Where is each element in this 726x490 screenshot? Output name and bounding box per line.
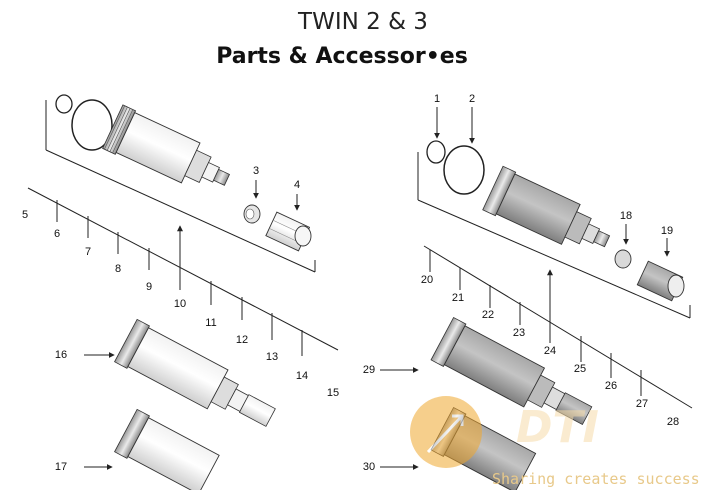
small-o-ring (55, 94, 73, 114)
large-o-ring (443, 145, 485, 195)
callout-27: 27 (636, 398, 648, 410)
callout-9: 9 (146, 281, 152, 293)
callout-11: 11 (205, 317, 216, 329)
right-upper-leader-lines (417, 152, 693, 409)
callout-16: 16 (55, 349, 67, 361)
callout-28: 28 (667, 416, 679, 428)
callout-8: 8 (115, 263, 121, 275)
callout-15: 15 (327, 387, 339, 399)
callout-23: 23 (513, 327, 525, 339)
callout-2: 2 (469, 93, 475, 105)
left-upper-leader-lines (27, 100, 339, 356)
ferrule (614, 249, 632, 269)
callout-30: 30 (363, 461, 375, 473)
callout-26: 26 (605, 380, 617, 392)
page-title: TWIN 2 & 3 (298, 9, 428, 35)
callout-25: 25 (574, 363, 586, 375)
callout-22: 22 (482, 309, 494, 321)
callout-18: 18 (620, 210, 632, 222)
callout-19: 19 (661, 225, 673, 237)
left-bottom-assembly (84, 408, 220, 490)
callout-10: 10 (174, 298, 186, 310)
left-upper-assembly (55, 94, 312, 252)
callout-4: 4 (294, 179, 300, 191)
callout-7: 7 (85, 246, 91, 258)
callout-6: 6 (54, 228, 60, 240)
callout-3: 3 (253, 165, 259, 177)
left-middle-assembly (84, 318, 276, 427)
watermark-logo: DTI (410, 396, 599, 468)
callout-17: 17 (55, 461, 67, 473)
small-o-ring (426, 140, 446, 164)
large-o-ring (71, 99, 113, 151)
callout-29: 29 (363, 364, 375, 376)
svg-text:DTI: DTI (516, 402, 599, 453)
watermark-tagline: Sharing creates success (492, 470, 700, 488)
right-middle-assembly (380, 316, 593, 426)
callout-14: 14 (296, 370, 308, 382)
callout-12: 12 (236, 334, 248, 346)
callout-1: 1 (434, 93, 440, 105)
callout-5: 5 (22, 209, 28, 221)
page-subtitle: Parts & Accessor•es (216, 44, 468, 69)
callout-20: 20 (421, 274, 433, 286)
callout-13: 13 (266, 351, 278, 363)
callout-21: 21 (452, 292, 464, 304)
callout-24: 24 (544, 345, 556, 357)
right-upper-assembly (426, 140, 685, 302)
